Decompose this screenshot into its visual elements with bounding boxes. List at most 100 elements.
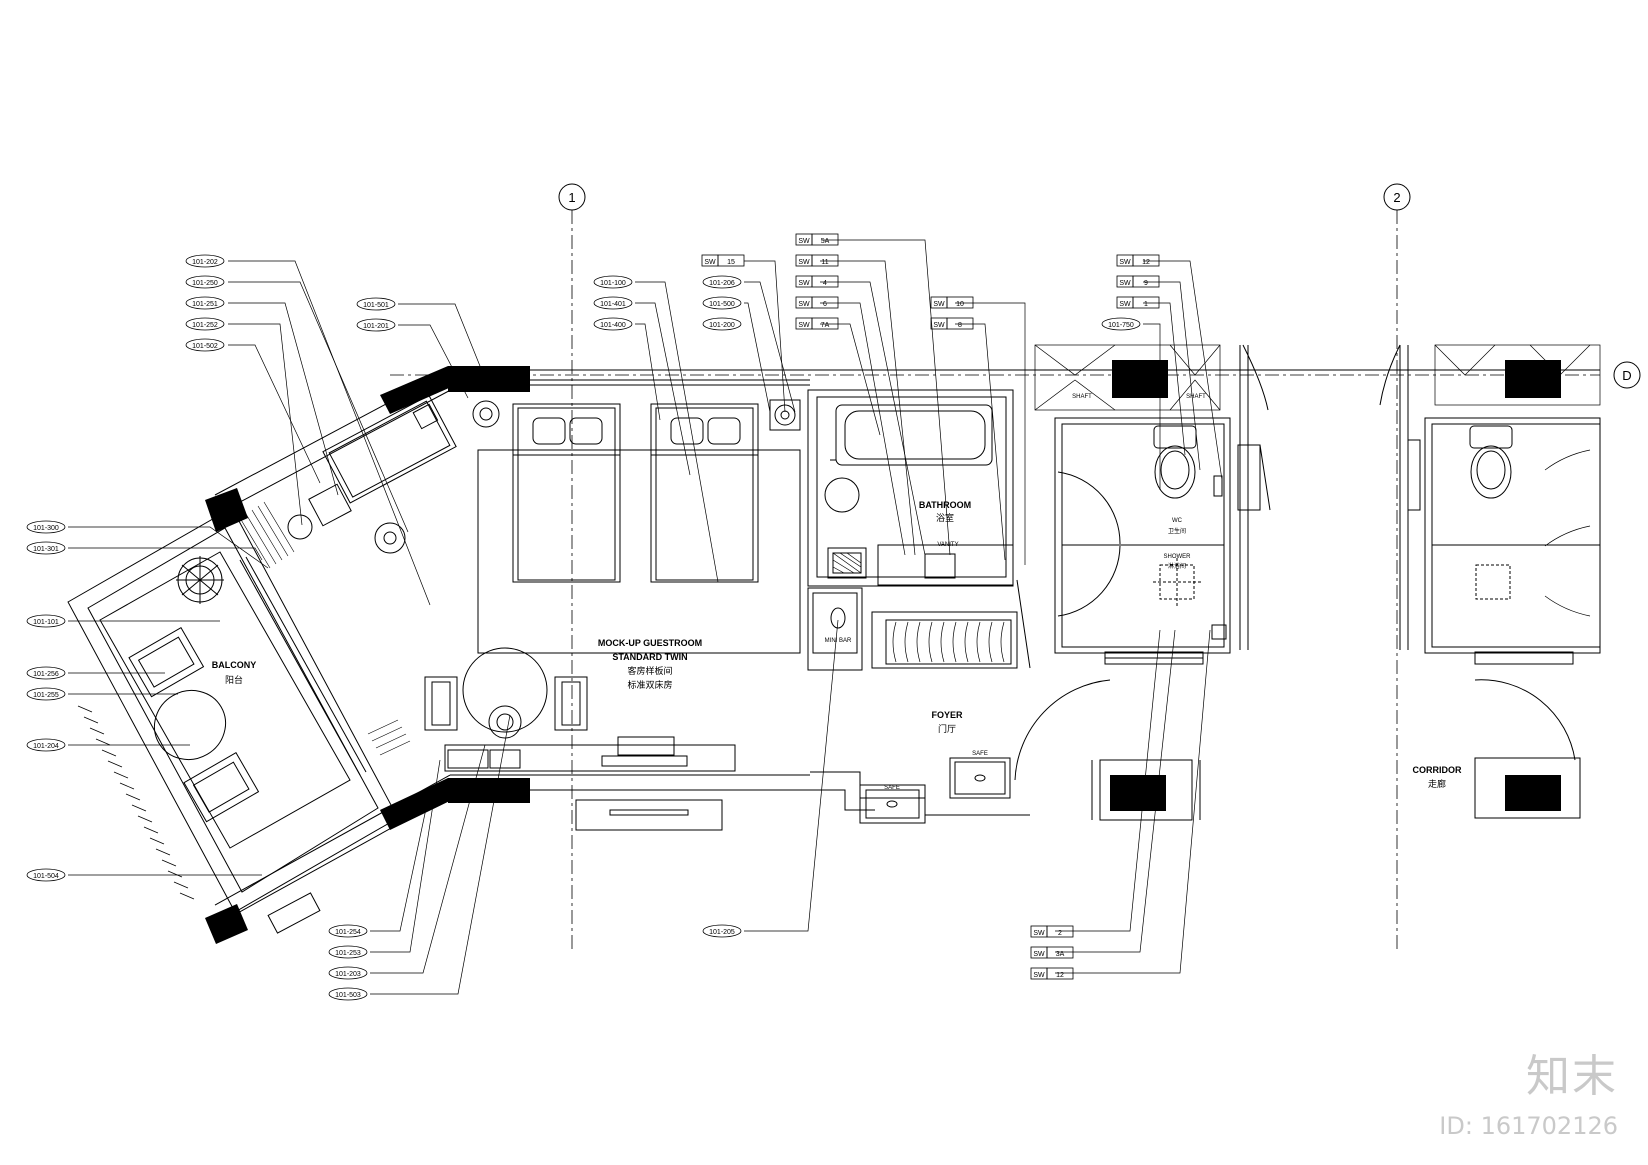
sw-number: 3A (1056, 951, 1065, 958)
balcony-planter (267, 892, 321, 934)
sw-number: 12 (1056, 972, 1064, 979)
sw-prefix: SW (798, 301, 810, 308)
vanity (877, 544, 1014, 586)
bed-area (477, 449, 801, 654)
tag-texts-left: 101-202 101-250 101-251 101-252 101-502 … (33, 259, 1134, 999)
safe-label-2: SAFE (884, 785, 900, 791)
desk (444, 744, 736, 772)
watermark-logo: 知末 (1526, 1051, 1618, 1102)
tag-label: 101-501 (363, 302, 389, 309)
tv-console (575, 799, 723, 831)
sw-number: 11 (821, 259, 828, 266)
sw-prefix: SW (1119, 301, 1131, 308)
wc-door-swing (1057, 471, 1121, 545)
tag-label: 101-401 (600, 301, 626, 308)
sw-number: 8 (958, 322, 962, 329)
room-label-shower-cn: 淋浴间 (1168, 562, 1186, 570)
safe-right (949, 757, 1011, 799)
tag-label: 101-400 (600, 322, 626, 329)
grid-bubble-1 (558, 183, 586, 211)
sw-number: 12 (1142, 259, 1150, 266)
tag-label: 101-750 (1108, 322, 1134, 329)
safe-label-1: SAFE (972, 751, 988, 757)
tag-label: 101-254 (335, 929, 361, 936)
bathroom-stool (824, 477, 860, 513)
shower-door-swing (1057, 545, 1121, 617)
vanity-label: VANITY (937, 542, 958, 548)
room-label-shower: SHOWER (1164, 554, 1192, 560)
sw-prefix: SW (1119, 280, 1131, 287)
sw-number: 10 (956, 301, 964, 308)
balcony-chair-1 (128, 626, 205, 698)
tag-label: 101-250 (192, 280, 218, 287)
room-label-bathroom: BATHROOM (919, 500, 971, 510)
sw-number: 1 (1144, 301, 1148, 308)
round-table (462, 647, 548, 733)
sw-number: 7A (821, 322, 830, 329)
tag-label: 101-200 (709, 322, 735, 329)
tag-label: 101-255 (33, 692, 59, 699)
grid-label-1: 1 (568, 190, 575, 205)
lamp-right (769, 399, 801, 431)
sw-prefix: SW (1033, 972, 1045, 979)
watermark-id: ID: 161702126 (1439, 1112, 1618, 1140)
tag-label: 101-500 (709, 301, 735, 308)
tag-label: 101-100 (600, 280, 626, 287)
sw-number: 2 (1058, 930, 1062, 937)
sw-prefix: SW (1033, 951, 1045, 958)
side-table-right (374, 522, 406, 554)
sw-prefix: SW (933, 301, 945, 308)
sw-texts: SW 15 SW 5A SW 11 SW 4 SW 6 SW 7A SW 10 … (704, 238, 1150, 979)
tag-label: 101-203 (335, 971, 361, 978)
grid-label-2: 2 (1393, 190, 1400, 205)
tag-label: 101-502 (192, 343, 218, 350)
bathroom-walls (807, 389, 1014, 587)
tags-left (26, 254, 1141, 1001)
entry-door-swing (1014, 679, 1111, 781)
room-label-balcony: BALCONY (212, 660, 257, 670)
sw-prefix: SW (798, 238, 810, 245)
room-label-foyer: FOYER (931, 710, 963, 720)
balcony-table (153, 689, 227, 761)
tag-label: 101-504 (33, 873, 59, 880)
room-label-twin-cn: 标准双床房 (627, 679, 672, 690)
sw-prefix: SW (704, 259, 716, 266)
wardrobe (871, 611, 1018, 669)
sofa (322, 394, 457, 504)
tag-label: 101-201 (363, 323, 389, 330)
grid-bubble-2 (1383, 183, 1411, 211)
structural-columns (205, 360, 1561, 944)
tag-label: 101-256 (33, 671, 59, 678)
shaft-area (1034, 344, 1221, 411)
leader-lines (68, 239, 1223, 995)
room-label-corridor-cn: 走廊 (1428, 778, 1446, 789)
shaft-label-2: SHAFT (1186, 394, 1206, 400)
sw-prefix: SW (1119, 259, 1131, 266)
tag-label: 101-301 (33, 546, 59, 553)
bed-2 (650, 403, 759, 583)
room-label-balcony-cn: 阳台 (225, 674, 243, 685)
chair-right (554, 676, 588, 731)
tag-label: 101-206 (709, 280, 735, 287)
minibar-label: MINI BAR (825, 638, 852, 644)
tag-label: 101-205 (709, 929, 735, 936)
side-table-left (287, 514, 313, 540)
wc-room (1054, 417, 1231, 654)
tag-label: 101-251 (192, 301, 218, 308)
armchair-left (308, 483, 352, 527)
bed-1 (512, 403, 621, 583)
room-label-wc: WC (1172, 518, 1183, 524)
exterior-walls (67, 369, 1600, 921)
sw-prefix: SW (798, 280, 810, 287)
lamp-left (472, 400, 500, 428)
room-label-foyer-cn: 门厅 (938, 723, 956, 734)
shelf (827, 547, 867, 579)
balcony-plant (176, 556, 224, 604)
bathtub (830, 404, 993, 466)
room-label-wc-cn: 卫生间 (1168, 527, 1186, 535)
tag-label: 101-202 (192, 259, 218, 266)
tag-label: 101-204 (33, 743, 59, 750)
balcony-chair-2 (183, 751, 260, 823)
sw-prefix: SW (798, 259, 810, 266)
